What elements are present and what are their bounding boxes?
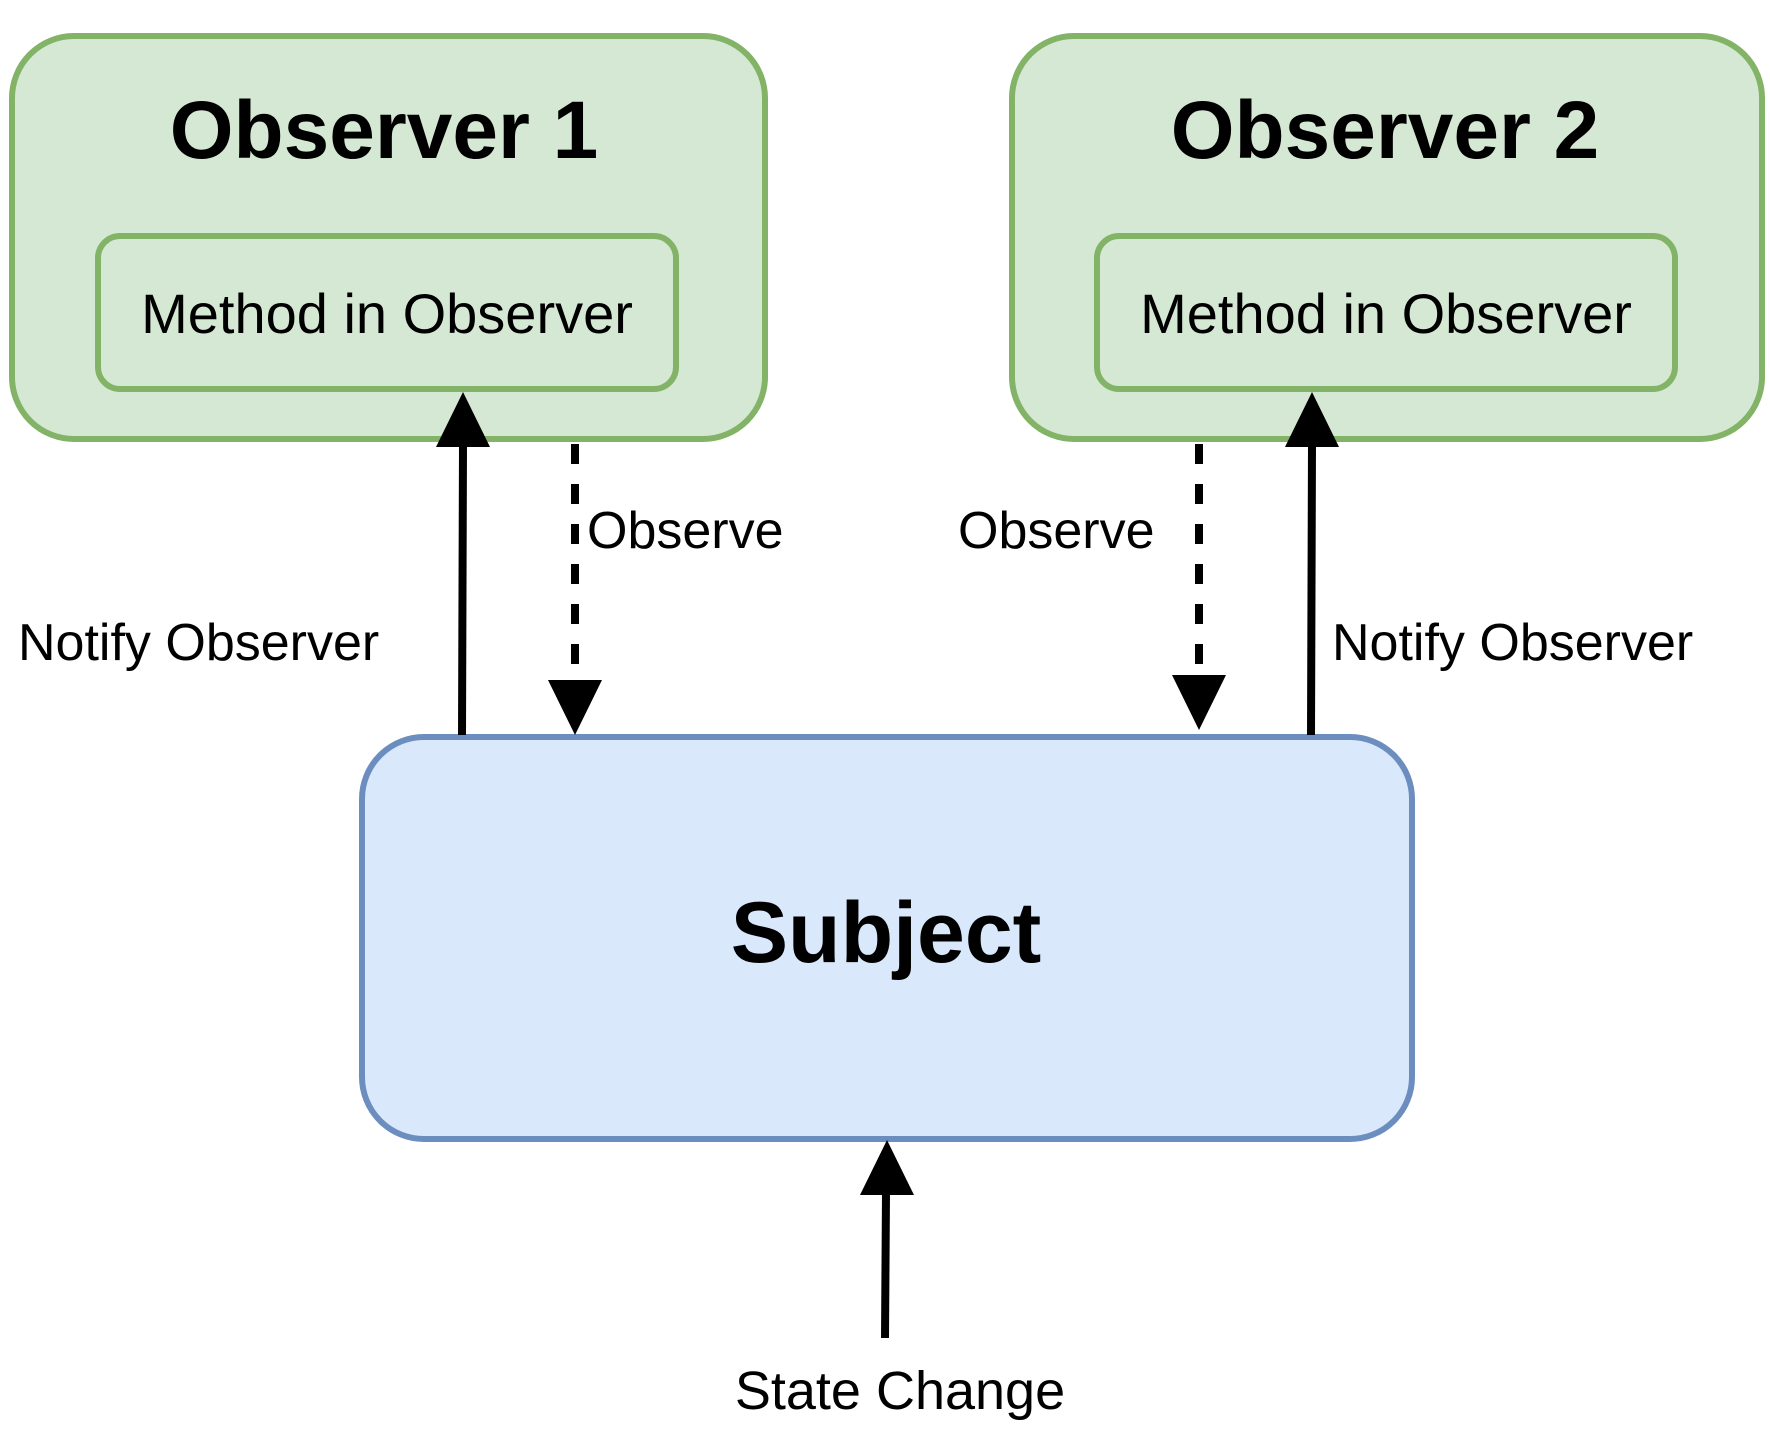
state-change-arrow	[860, 1140, 914, 1339]
state-change-label: State Change	[735, 1361, 1065, 1421]
notify-observer-2-arrow	[1285, 392, 1339, 736]
observe-right-label: Observe	[958, 502, 1155, 560]
observe-left-arrow	[548, 444, 602, 735]
observer-1-title: Observer 1	[170, 85, 599, 176]
observer-1-method-box[interactable]: Method in Observer	[95, 233, 679, 392]
notify-observer-right-label: Notify Observer	[1332, 614, 1693, 672]
observer-1-method-label: Method in Observer	[141, 282, 633, 345]
notify-observer-1-arrow	[436, 392, 490, 736]
observe-left-label: Observe	[587, 502, 784, 560]
observer-2-title: Observer 2	[1171, 85, 1600, 176]
observe-right-arrow	[1172, 444, 1226, 730]
observer-2-method-label: Method in Observer	[1140, 282, 1632, 345]
subject-title: Subject	[731, 885, 1042, 981]
subject-box[interactable]: Subject	[359, 734, 1415, 1142]
observer-1-box[interactable]: Observer 1 Method in Observer	[9, 33, 768, 442]
observer-2-box[interactable]: Observer 2 Method in Observer	[1009, 33, 1765, 442]
notify-observer-left-label: Notify Observer	[18, 614, 379, 672]
observer-2-method-box[interactable]: Method in Observer	[1094, 233, 1678, 392]
